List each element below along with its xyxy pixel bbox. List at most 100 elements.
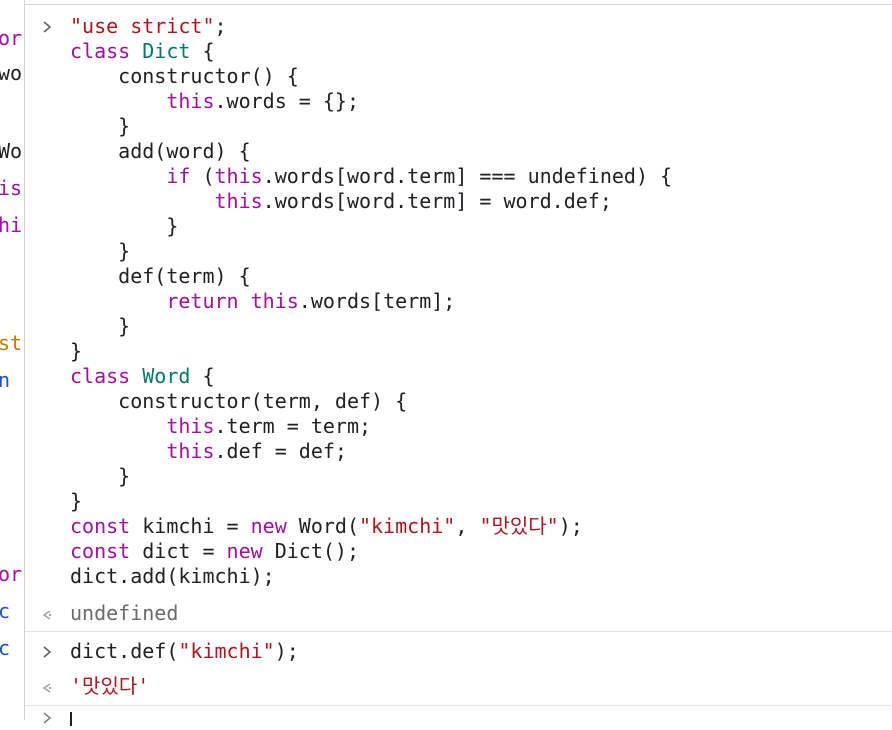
code-token: .term = term; <box>214 414 372 438</box>
code-token <box>239 289 251 313</box>
code-line: this.term = term; <box>70 414 672 439</box>
code-token: new <box>226 539 263 563</box>
code-token: } <box>70 239 131 263</box>
code-token: "kimchi" <box>178 639 275 663</box>
console-result-undefined: undefined <box>70 601 179 625</box>
entry-separator <box>25 705 892 706</box>
code-line: "use strict"; <box>70 14 672 39</box>
code-token: dict = <box>130 539 227 563</box>
code-token: } <box>70 489 83 513</box>
code-line: } <box>70 239 672 264</box>
code-token: new <box>250 514 287 538</box>
code-token: constructor(term, def) { <box>70 389 408 413</box>
code-line: } <box>70 214 672 239</box>
code-token: this <box>166 89 215 113</box>
code-line: } <box>70 314 672 339</box>
console-output[interactable]: "use strict";class Dict { constructor() … <box>25 0 892 726</box>
code-token: const <box>70 514 131 538</box>
code-line: return this.words[term]; <box>70 289 672 314</box>
code-token: dict.add(kimchi); <box>70 564 275 588</box>
left-fragment: is <box>0 176 23 200</box>
code-line: } <box>70 464 672 489</box>
console-input-entry[interactable]: dict.def("kimchi"); <box>70 639 299 664</box>
code-token: this <box>166 439 215 463</box>
code-token <box>70 414 166 438</box>
left-fragment: wo <box>0 61 23 85</box>
code-token: } <box>70 114 131 138</box>
code-token: Word( <box>286 514 360 538</box>
left-fragment: st <box>0 331 23 355</box>
left-fragment: or <box>0 26 23 50</box>
code-line: this.words = {}; <box>70 89 672 114</box>
code-token: .words[word.term] === undefined) { <box>262 164 673 188</box>
code-token: this <box>214 189 263 213</box>
top-border <box>24 4 892 5</box>
code-token <box>70 289 166 313</box>
code-token: } <box>70 214 179 238</box>
code-line: class Dict { <box>70 39 672 64</box>
code-line: dict.def("kimchi"); <box>70 639 299 664</box>
code-line: if (this.words[word.term] === undefined)… <box>70 164 672 189</box>
left-panel-fragment: or wo Wo is hi st n or c c <box>0 0 25 720</box>
console-input-entry[interactable]: "use strict";class Dict { constructor() … <box>70 14 672 589</box>
code-token: this <box>166 414 215 438</box>
code-line: add(word) { <box>70 139 672 164</box>
code-line: const dict = new Dict(); <box>70 539 672 564</box>
code-line: } <box>70 114 672 139</box>
code-token: Dict(); <box>262 539 359 563</box>
code-token: ); <box>274 639 299 663</box>
chevron-right-icon <box>37 639 57 664</box>
code-token: { <box>190 364 215 388</box>
chevron-right-icon <box>37 705 57 730</box>
code-token: } <box>70 339 83 363</box>
code-token: "use strict" <box>70 14 215 38</box>
left-fragment: or <box>0 562 23 586</box>
code-line: const kimchi = new Word("kimchi", "맛있다")… <box>70 514 672 539</box>
code-token: return <box>166 289 239 313</box>
code-token: class <box>70 39 143 63</box>
code-token <box>70 189 215 213</box>
code-line: constructor() { <box>70 64 672 89</box>
code-token: add(word) { <box>70 139 251 163</box>
code-token: const <box>70 539 131 563</box>
code-token: constructor() { <box>70 64 299 88</box>
code-token <box>70 164 166 188</box>
code-token <box>70 89 166 113</box>
return-arrow-icon <box>37 601 57 626</box>
code-token: } <box>70 314 131 338</box>
code-token: if <box>166 164 191 188</box>
code-token: "kimchi" <box>359 514 456 538</box>
console-result-string: '맛있다' <box>70 674 150 698</box>
code-token: Word <box>142 364 191 388</box>
code-token: class <box>70 364 143 388</box>
code-line: class Word { <box>70 364 672 389</box>
code-token: .def = def; <box>214 439 347 463</box>
code-token: Dict <box>142 39 191 63</box>
code-token: dict.def( <box>70 639 179 663</box>
return-arrow-icon <box>37 674 57 699</box>
code-line: dict.add(kimchi); <box>70 564 672 589</box>
code-token: ; <box>214 14 227 38</box>
code-token: ); <box>558 514 583 538</box>
code-line: this.words[word.term] = word.def; <box>70 189 672 214</box>
code-token: "맛있다" <box>479 514 559 538</box>
code-token: , <box>455 514 480 538</box>
code-token: kimchi = <box>130 514 251 538</box>
left-fragment: c <box>0 636 10 661</box>
code-line: } <box>70 489 672 514</box>
console-prompt-input[interactable] <box>65 706 892 720</box>
code-token: .words = {}; <box>214 89 360 113</box>
code-line: this.def = def; <box>70 439 672 464</box>
code-token: this <box>250 289 299 313</box>
code-token <box>70 439 166 463</box>
text-cursor <box>70 712 72 726</box>
code-token: { <box>190 39 215 63</box>
code-token: } <box>70 464 131 488</box>
code-token: .words[term]; <box>298 289 456 313</box>
left-fragment: c <box>0 599 10 624</box>
left-fragment: Wo <box>0 139 23 163</box>
code-token: this <box>214 164 263 188</box>
code-token: def(term) { <box>70 264 251 288</box>
code-line: def(term) { <box>70 264 672 289</box>
left-fragment: hi <box>0 213 23 237</box>
